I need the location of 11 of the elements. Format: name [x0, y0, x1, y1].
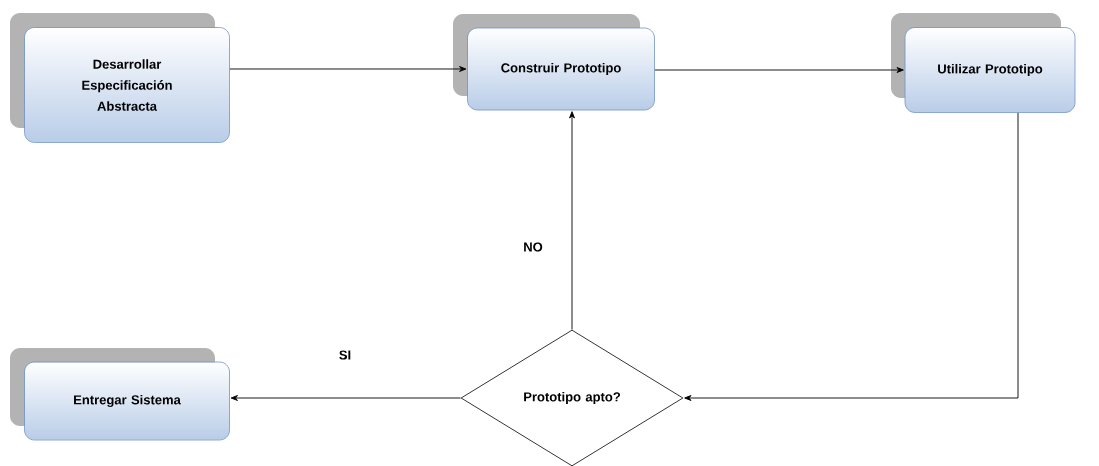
process-box: Entregar Sistema	[10, 348, 230, 441]
process-box: Utilizar Prototipo	[891, 13, 1076, 113]
edge-label: SI	[336, 348, 354, 362]
process-box: Construir Prototipo	[453, 14, 655, 111]
arrow	[654, 67, 904, 73]
edge-label: NO	[521, 240, 545, 254]
arrow	[230, 395, 462, 401]
arrow	[569, 111, 575, 331]
arrow	[684, 112, 1019, 401]
process-box: Desarrollar Especificación Abstracta	[10, 13, 230, 143]
arrow	[229, 66, 467, 72]
